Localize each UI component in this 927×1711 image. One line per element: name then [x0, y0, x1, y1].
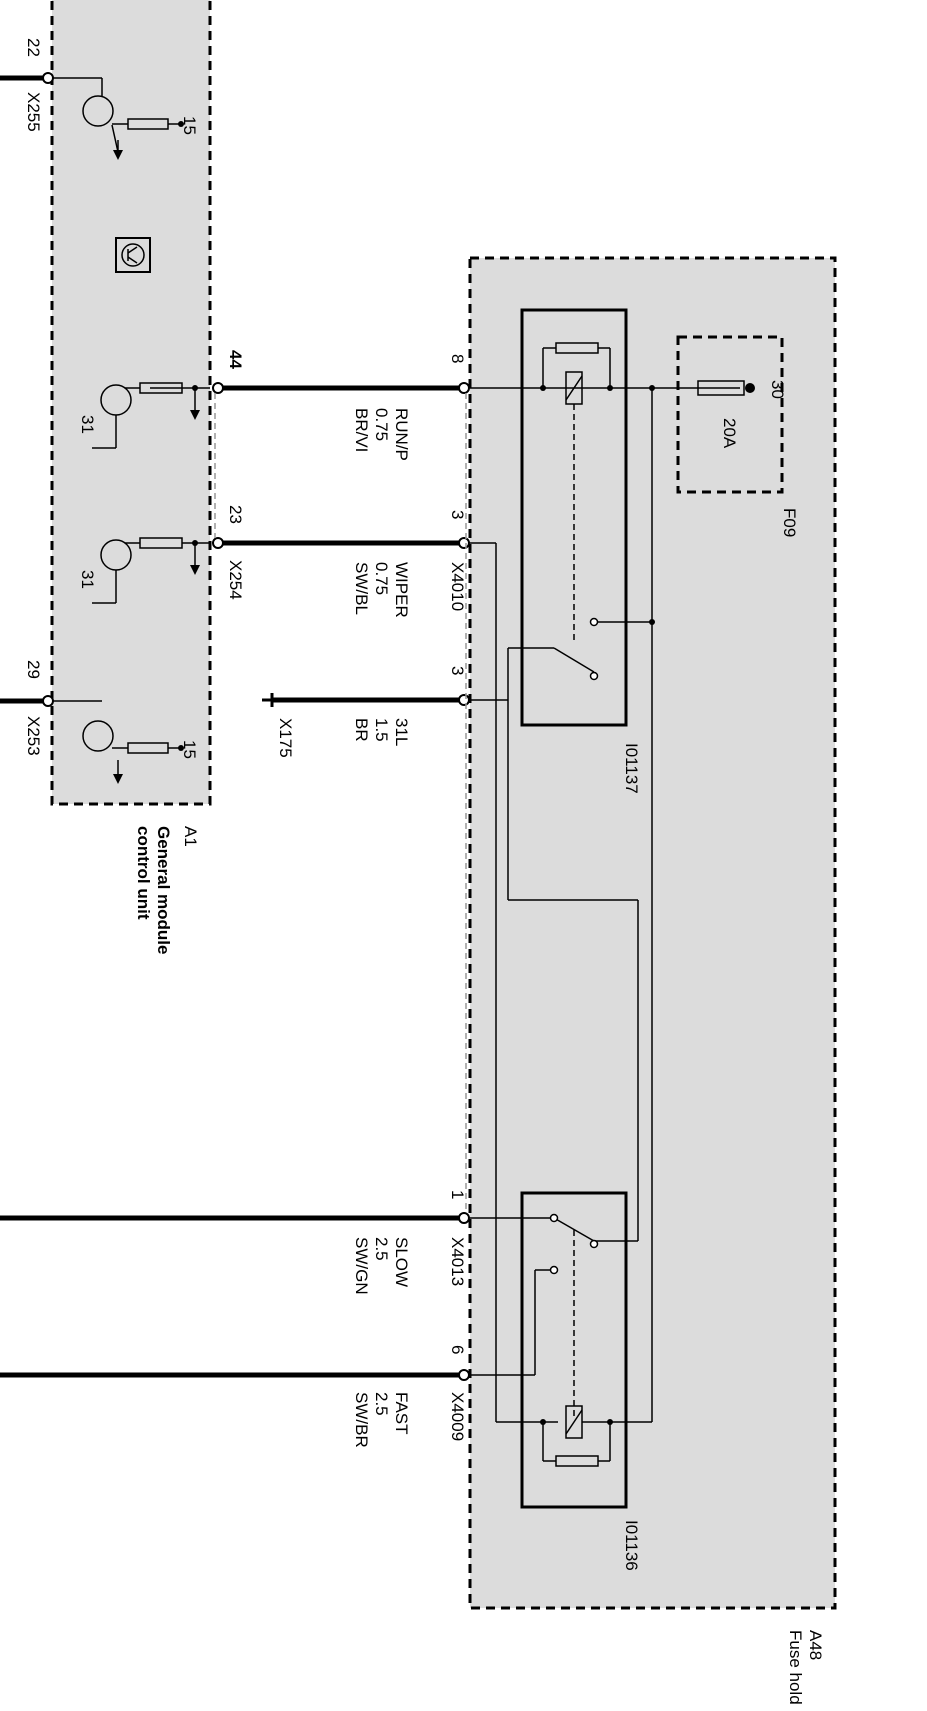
main-wires — [0, 75, 462, 1378]
pin-3-label-wiper: 3 — [448, 510, 467, 519]
a48-internal-circuits — [470, 342, 745, 1467]
relay-i01136-box — [520, 1191, 628, 1509]
pin-29-label: 29 — [24, 660, 43, 679]
module-a1-name-line2: control unit — [134, 826, 153, 920]
ground-x175-icon — [262, 693, 274, 707]
a48-junction-dots — [540, 383, 755, 1425]
module-a1-name-line1: General module — [154, 826, 173, 954]
wire-run-p-color: BR/VI — [352, 408, 371, 452]
contact-circles — [549, 617, 599, 1275]
fuse-f09-box — [676, 335, 784, 494]
wire-fast-color: SW/BR — [352, 1392, 371, 1448]
fuse-id-label: F09 — [780, 508, 799, 537]
module-a48-name: Fuse hold — [786, 1630, 805, 1705]
wire-run-p-gauge: 0.75 — [372, 408, 391, 441]
ground-31-label-run: 31 — [78, 415, 97, 434]
pin-6-label: 6 — [448, 1345, 467, 1354]
ground-31-label-wiper: 31 — [78, 570, 97, 589]
connector-x4009-label: X4009 — [448, 1392, 467, 1441]
connector-x4010-label: X4010 — [448, 562, 467, 611]
a1-internal-circuits — [52, 77, 210, 776]
module-a48-id: A48 — [806, 1630, 825, 1660]
wire-31l-color: BR — [352, 718, 371, 742]
wire-slow-color: SW/GN — [352, 1237, 371, 1295]
transistor-symbol-icon — [115, 237, 151, 273]
wire-wiper-color: SW/BL — [352, 562, 371, 615]
connector-x255-label: X255 — [24, 92, 43, 132]
relay-i01137-box — [520, 308, 628, 727]
pin-22-label: 22 — [24, 38, 43, 57]
pin-44-label: 44 — [226, 350, 245, 369]
wire-slow-function: SLOW — [392, 1237, 411, 1287]
supply-15-label-x255: 15 — [180, 116, 199, 135]
ground-x175-label: X175 — [276, 718, 295, 758]
a1-junction-dots — [178, 121, 198, 751]
wire-31l-function: 31L — [392, 718, 411, 746]
wire-wiper-function: WIPER — [392, 562, 411, 618]
module-a1-id: A1 — [181, 826, 200, 847]
wire-fast-function: FAST — [392, 1392, 411, 1435]
wire-fast-gauge: 2.5 — [372, 1392, 391, 1416]
relay-i01136-label: I01136 — [622, 1520, 641, 1571]
fuse-rating-label: 20A — [720, 418, 739, 449]
wire-31l-gauge: 1.5 — [372, 718, 391, 742]
wire-wiper-gauge: 0.75 — [372, 562, 391, 595]
connector-x253-label: X253 — [24, 716, 43, 756]
pin-3-label-31l: 3 — [448, 666, 467, 675]
pin-8-label: 8 — [448, 354, 467, 363]
relay-i01137-label: I01137 — [622, 743, 641, 794]
pin-1-label: 1 — [448, 1190, 467, 1199]
connector-x254-label: X254 — [226, 560, 245, 600]
a1-arrow-icons — [113, 150, 200, 784]
fuse-terminal-30-label: 30 — [768, 380, 787, 399]
wire-run-p-function: RUN/P — [392, 408, 411, 461]
connector-x4013-label: X4013 — [448, 1237, 467, 1286]
supply-15-label-x253: 15 — [180, 740, 199, 759]
wire-slow-gauge: 2.5 — [372, 1237, 391, 1261]
pin-23-label: 23 — [226, 505, 245, 524]
